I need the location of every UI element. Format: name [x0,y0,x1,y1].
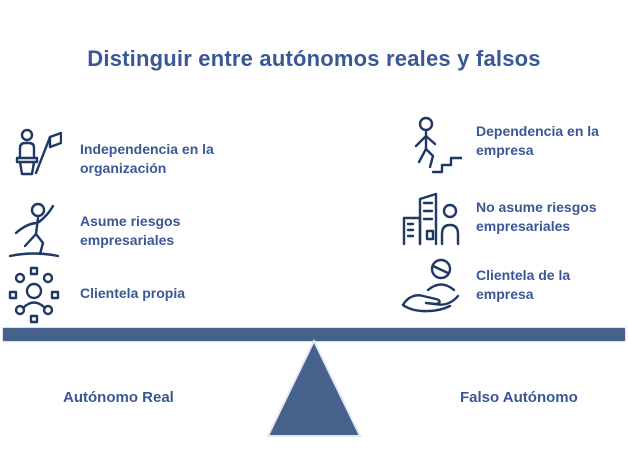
list-item-label: Clientela propia [80,285,186,301]
clients-network-icon [8,266,60,331]
list-item-no-asume-riesgos: No asume riesgos empresariales [400,187,628,254]
list-item-label: Dependencia en la empresa [476,123,599,158]
building-person-icon [400,187,466,254]
list-item-label: No asume riesgos empresariales [476,199,597,234]
list-item-label: Asume riesgos empresariales [80,213,181,248]
balance-fulcrum-triangle [258,337,370,446]
person-flag-podium-icon [10,127,63,190]
list-item-independencia: Independencia en la organización [10,127,250,190]
list-item-clientela-empresa: Clientela de la empresa [400,255,628,322]
list-item-label: Clientela de la empresa [476,267,571,302]
list-item-clientela-propia: Clientela propia [8,266,260,331]
hand-person-icon [400,255,466,322]
list-item-dependencia: Dependencia en la empresa [406,115,628,182]
falso-autonomo-label: Falso Autónomo [460,389,578,406]
page-title: Distinguir entre autónomos reales y fals… [87,46,541,71]
list-item-label: Independencia en la organización [80,141,214,176]
tightrope-walker-icon [8,198,60,267]
autonomo-real-label: Autónomo Real [63,389,174,406]
list-item-asume-riesgos: Asume riesgos empresariales [8,198,250,267]
person-stairs-icon [406,115,464,182]
